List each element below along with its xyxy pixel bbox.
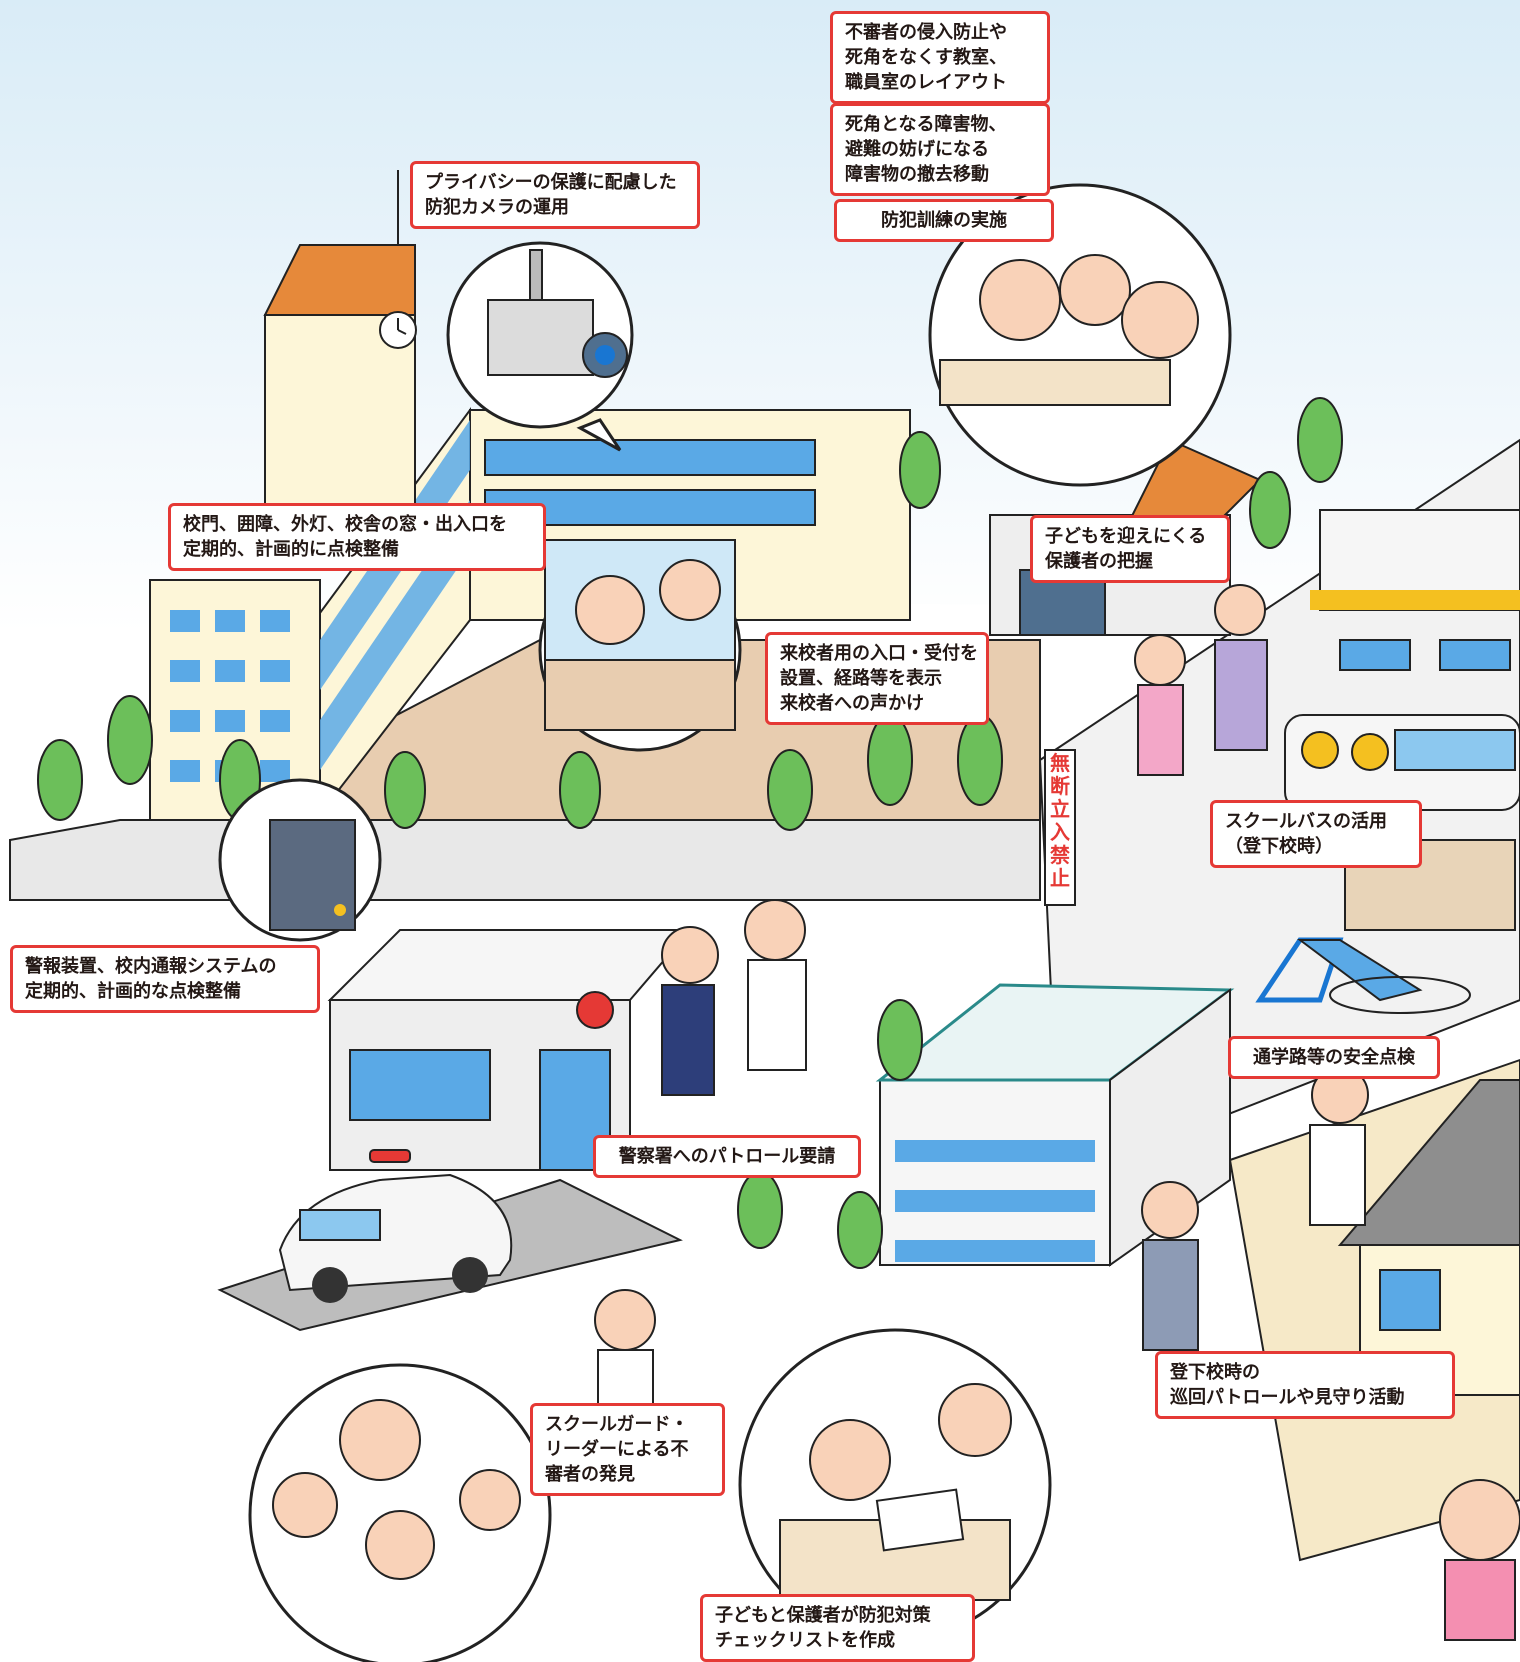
label-line: 不審者の侵入防止や — [845, 22, 1007, 43]
label-route-inspection: 通学路等の安全点検 — [1228, 1036, 1440, 1079]
trees — [37, 397, 1343, 1269]
label-line: チェックリストを作成 — [715, 1630, 895, 1651]
label-line: 定期的、計画的に点検整備 — [183, 539, 399, 560]
label-school-bus: スクールバスの活用 （登下校時） — [1210, 800, 1422, 868]
label-checklist: 子どもと保護者が防犯対策 チェックリストを作成 — [700, 1594, 975, 1662]
police-box — [327, 929, 693, 1171]
bubble-guard — [248, 1363, 552, 1662]
label-line: 審者の発見 — [545, 1464, 635, 1485]
sign-char: 入 — [1050, 820, 1070, 844]
sign-char: 無 — [1050, 751, 1070, 775]
label-alarm-system: 警報装置、校内通報システムの 定期的、計画的な点検整備 — [10, 945, 320, 1013]
label-line: リーダーによる不 — [545, 1439, 689, 1460]
sign-char: 禁 — [1050, 843, 1070, 867]
sign-text: 無断立入禁止 — [1050, 751, 1070, 890]
label-line: 通学路等の安全点検 — [1253, 1047, 1415, 1068]
label-line: 警察署へのパトロール要請 — [618, 1146, 836, 1167]
label-line: 避難の妨げになる — [845, 139, 989, 160]
label-line: 死角となる障害物、 — [845, 114, 1007, 135]
label-line: 校門、囲障、外灯、校舎の窓・出入口を — [183, 514, 507, 535]
police-car — [278, 1149, 513, 1303]
label-parents-pickup: 子どもを迎えにくる 保護者の把握 — [1030, 515, 1230, 583]
label-line: 防犯カメラの運用 — [425, 197, 569, 218]
label-commute-patrol: 登下校時の 巡回パトロールや見守り活動 — [1155, 1351, 1455, 1419]
label-line: 登下校時の — [1170, 1362, 1260, 1383]
label-line: 子どもと保護者が防犯対策 — [715, 1605, 931, 1626]
label-police-patrol: 警察署へのパトロール要請 — [593, 1135, 861, 1178]
label-school-guard: スクールガード・ リーダーによる不 審者の発見 — [530, 1403, 725, 1496]
label-drill: 防犯訓練の実施 — [834, 199, 1054, 242]
label-classroom-layout: 不審者の侵入防止や 死角をなくす教室、 職員室のレイアウト — [830, 11, 1050, 104]
label-line: スクールバスの活用 — [1225, 811, 1387, 832]
label-line: 巡回パトロールや見守り活動 — [1170, 1387, 1405, 1408]
sign-char: 立 — [1050, 797, 1070, 821]
clock-tower — [263, 170, 417, 506]
sign-char: 断 — [1050, 774, 1070, 798]
label-line: プライバシーの保護に配慮した — [425, 172, 677, 193]
no-trespassing-sign: 無断立入禁止 — [1044, 749, 1076, 906]
label-camera-operation: プライバシーの保護に配慮した 防犯カメラの運用 — [410, 161, 700, 229]
label-line: 保護者の把握 — [1045, 551, 1153, 572]
label-gate-inspection: 校門、囲障、外灯、校舎の窓・出入口を 定期的、計画的に点検整備 — [168, 503, 546, 571]
label-line: 職員室のレイアウト — [845, 72, 1007, 93]
label-line: 警報装置、校内通報システムの — [25, 956, 277, 977]
label-line: 来校者への声かけ — [780, 693, 924, 714]
sign-char: 止 — [1050, 866, 1070, 890]
label-line: 定期的、計画的な点検整備 — [25, 981, 241, 1002]
label-line: （登下校時） — [1225, 836, 1333, 857]
label-line: 死角をなくす教室、 — [845, 47, 1007, 68]
label-line: 障害物の撤去移動 — [845, 164, 989, 185]
bubble-drill — [928, 183, 1232, 487]
label-line: 子どもを迎えにくる — [1045, 526, 1207, 547]
label-visitor-entrance: 来校者用の入口・受付を 設置、経路等を表示 来校者への声かけ — [765, 632, 989, 725]
label-line: 来校者用の入口・受付を — [780, 643, 978, 664]
school-bus — [1284, 714, 1520, 811]
label-line: 設置、経路等を表示 — [780, 668, 942, 689]
bubble-alarm — [218, 778, 382, 942]
label-line: スクールガード・ — [545, 1414, 689, 1435]
bubble-camera — [446, 241, 634, 452]
bubble-reception — [538, 539, 742, 752]
office-building — [875, 983, 1235, 1267]
label-line: 防犯訓練の実施 — [881, 210, 1007, 231]
label-obstacle-removal: 死角となる障害物、 避難の妨げになる 障害物の撤去移動 — [830, 103, 1050, 196]
